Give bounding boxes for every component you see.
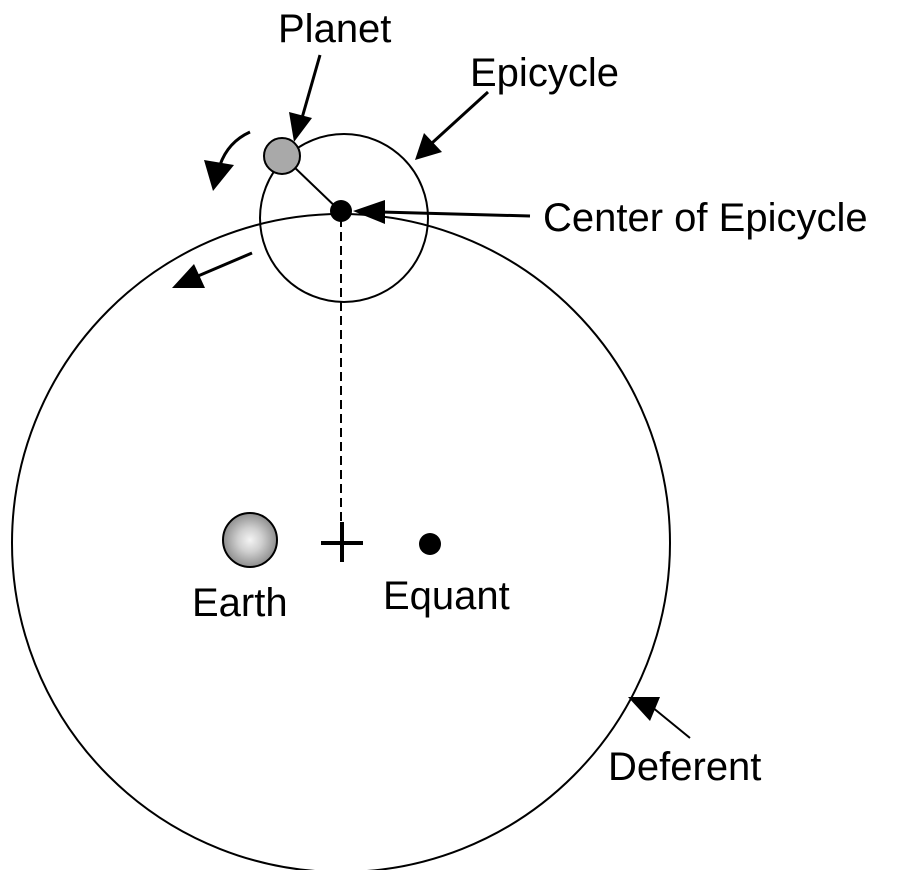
planet-label: Planet xyxy=(278,7,391,51)
earth-label: Earth xyxy=(192,581,288,625)
planet-body xyxy=(263,137,301,175)
plus-icon xyxy=(321,522,363,562)
epicycle-pointer-arrow xyxy=(415,90,490,160)
epicycle-motion-arrow xyxy=(204,130,251,191)
earth-body xyxy=(222,512,278,568)
epicycle-circle xyxy=(259,133,429,303)
deferent-pointer-arrow xyxy=(628,697,691,739)
planet-pointer-arrow xyxy=(289,54,322,142)
equant-label: Equant xyxy=(383,574,510,618)
center-of-epicycle-pointer-arrow xyxy=(353,200,531,224)
epicycle-label: Epicycle xyxy=(470,51,619,95)
deferent-motion-arrow xyxy=(172,251,253,288)
deferent-label: Deferent xyxy=(608,745,761,789)
center-of-epicycle-label: Center of Epicycle xyxy=(543,196,868,240)
equant-dot xyxy=(419,533,441,555)
epicycle-center-dot xyxy=(330,200,352,222)
